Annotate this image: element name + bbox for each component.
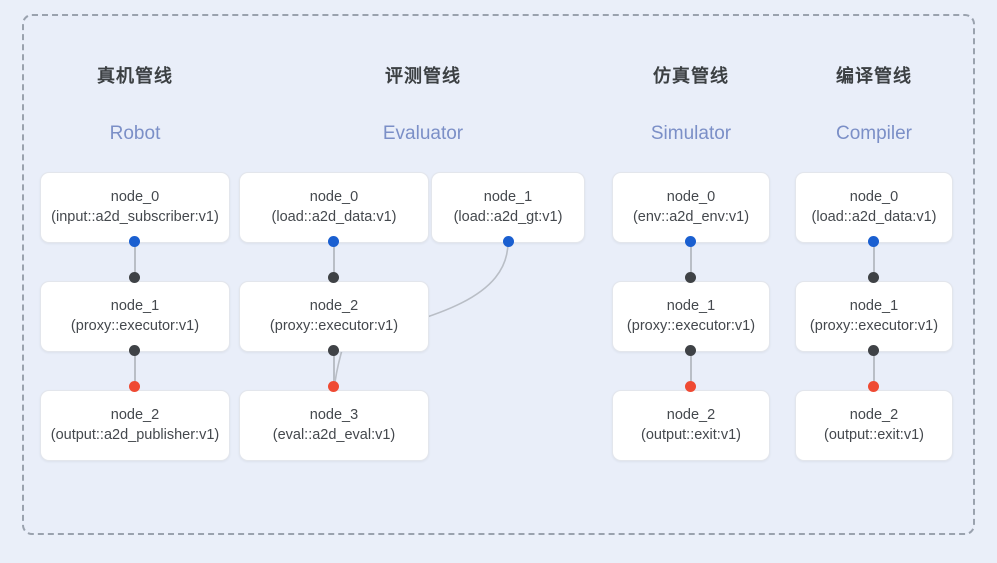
- node-kind: (proxy::executor:v1): [626, 318, 756, 334]
- node-card-compiler-1[interactable]: node_1 (proxy::executor:v1): [795, 281, 953, 352]
- node-card-simulator-2[interactable]: node_2 (output::exit:v1): [612, 390, 770, 461]
- node-kind: (output::exit:v1): [824, 427, 924, 443]
- port-input-robot-1[interactable]: [129, 272, 140, 283]
- connector-simulator-0-1: [690, 238, 692, 280]
- port-input-compiler-2[interactable]: [868, 381, 879, 392]
- node-kind: (load::a2d_gt:v1): [453, 209, 563, 225]
- node-card-evaluator-gt[interactable]: node_1 (load::a2d_gt:v1): [431, 172, 585, 243]
- column-title-cn: 仿真管线: [653, 66, 729, 86]
- node-id: node_0: [309, 189, 359, 205]
- node-card-compiler-0[interactable]: node_0 (load::a2d_data:v1): [795, 172, 953, 243]
- node-kind: (env::a2d_env:v1): [632, 209, 750, 225]
- node-id: node_0: [849, 189, 899, 205]
- node-id: node_2: [849, 407, 899, 423]
- node-card-evaluator-0[interactable]: node_0 (load::a2d_data:v1): [239, 172, 429, 243]
- column-title-en: Robot: [109, 123, 161, 144]
- port-output-simulator-1[interactable]: [685, 345, 696, 356]
- node-card-robot-0[interactable]: node_0 (input::a2d_subscriber:v1): [40, 172, 230, 243]
- node-id: node_3: [309, 407, 359, 423]
- node-card-evaluator-2[interactable]: node_3 (eval::a2d_eval:v1): [239, 390, 429, 461]
- node-card-robot-2[interactable]: node_2 (output::a2d_publisher:v1): [40, 390, 230, 461]
- port-input-compiler-1[interactable]: [868, 272, 879, 283]
- node-id: node_1: [849, 298, 899, 314]
- port-output-simulator-0[interactable]: [685, 236, 696, 247]
- connector-compiler-1-2: [873, 346, 875, 388]
- column-title-cn: 评测管线: [385, 66, 461, 86]
- port-output-compiler-0[interactable]: [868, 236, 879, 247]
- column-title-cn: 真机管线: [97, 66, 173, 86]
- node-kind: (proxy::executor:v1): [70, 318, 200, 334]
- port-output-compiler-1[interactable]: [868, 345, 879, 356]
- column-title-en: Simulator: [650, 123, 732, 144]
- connector-evaluator-0-1: [333, 238, 335, 280]
- node-id: node_1: [483, 189, 533, 205]
- connector-robot-1-2: [134, 346, 136, 388]
- column-title-en: Evaluator: [382, 123, 464, 144]
- node-card-compiler-2[interactable]: node_2 (output::exit:v1): [795, 390, 953, 461]
- port-output-robot-1[interactable]: [129, 345, 140, 356]
- port-output-evaluator-gt[interactable]: [503, 236, 514, 247]
- port-output-evaluator-0[interactable]: [328, 236, 339, 247]
- connector-compiler-0-1: [873, 238, 875, 280]
- node-kind: (output::a2d_publisher:v1): [50, 427, 220, 443]
- connector-robot-0-1: [134, 238, 136, 280]
- node-id: node_1: [666, 298, 716, 314]
- port-output-robot-0[interactable]: [129, 236, 140, 247]
- column-header-simulator: 仿真管线 Simulator: [596, 62, 786, 145]
- port-input-evaluator-2[interactable]: [328, 381, 339, 392]
- node-kind: (eval::a2d_eval:v1): [272, 427, 396, 443]
- port-output-evaluator-1[interactable]: [328, 345, 339, 356]
- column-header-compiler: 编译管线 Compiler: [779, 62, 969, 145]
- node-card-robot-1[interactable]: node_1 (proxy::executor:v1): [40, 281, 230, 352]
- column-title-cn: 编译管线: [836, 66, 912, 86]
- node-id: node_2: [666, 407, 716, 423]
- node-kind: (proxy::executor:v1): [809, 318, 939, 334]
- node-id: node_2: [110, 407, 160, 423]
- port-input-robot-2[interactable]: [129, 381, 140, 392]
- connector-evaluator-1-2: [333, 346, 335, 388]
- node-kind: (output::exit:v1): [641, 427, 741, 443]
- node-card-evaluator-1[interactable]: node_2 (proxy::executor:v1): [239, 281, 429, 352]
- connector-simulator-1-2: [690, 346, 692, 388]
- node-kind: (proxy::executor:v1): [269, 318, 399, 334]
- node-id: node_2: [309, 298, 359, 314]
- node-card-simulator-0[interactable]: node_0 (env::a2d_env:v1): [612, 172, 770, 243]
- node-id: node_0: [666, 189, 716, 205]
- node-kind: (input::a2d_subscriber:v1): [51, 209, 219, 225]
- port-input-simulator-2[interactable]: [685, 381, 696, 392]
- node-card-simulator-1[interactable]: node_1 (proxy::executor:v1): [612, 281, 770, 352]
- node-kind: (load::a2d_data:v1): [271, 209, 397, 225]
- column-title-en: Compiler: [835, 123, 913, 144]
- node-id: node_1: [110, 298, 160, 314]
- port-input-evaluator-1[interactable]: [328, 272, 339, 283]
- column-header-evaluator: 评测管线 Evaluator: [328, 62, 518, 145]
- node-id: node_0: [110, 189, 160, 205]
- column-header-robot: 真机管线 Robot: [40, 62, 230, 145]
- port-input-simulator-1[interactable]: [685, 272, 696, 283]
- node-kind: (load::a2d_data:v1): [811, 209, 937, 225]
